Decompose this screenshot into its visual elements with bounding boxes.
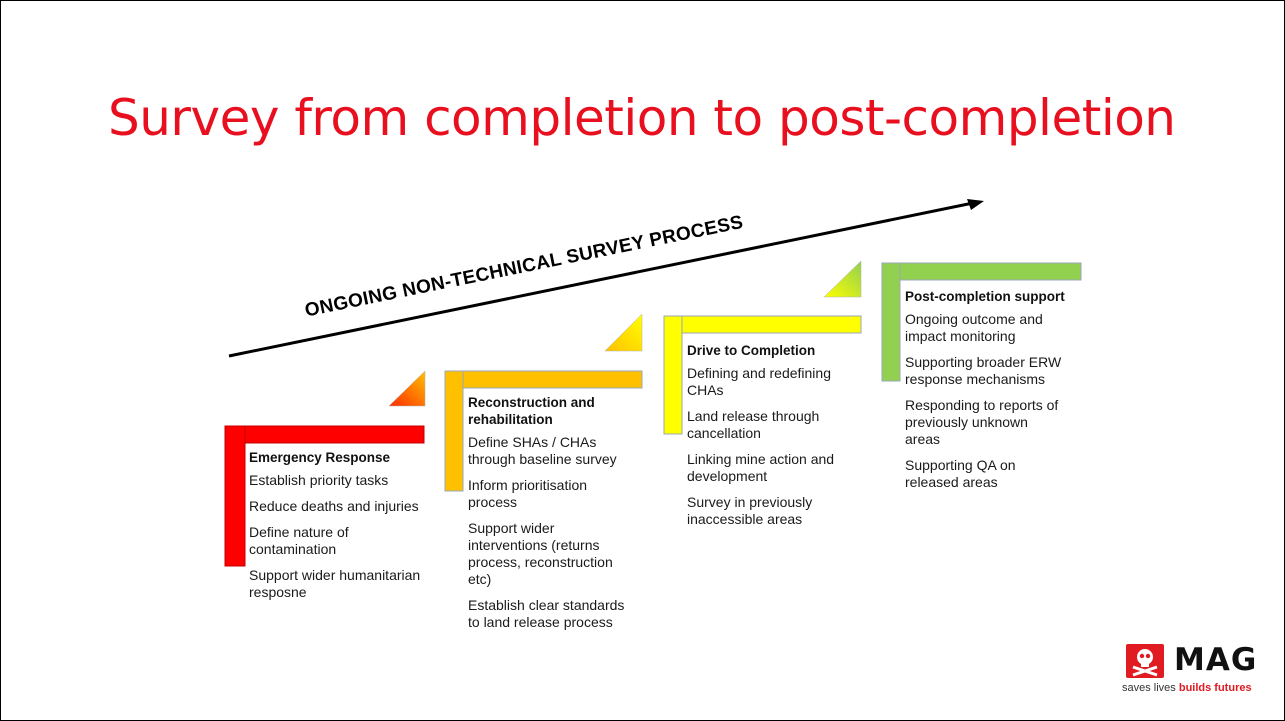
stage-item: Supporting QA on released areas (905, 457, 1016, 490)
transition-triangle-1 (388, 370, 426, 407)
stage-item: Supporting broader ERW response mechanis… (905, 354, 1062, 387)
arrow-head (967, 199, 984, 210)
logo-tagline: saves lives builds futures (1122, 682, 1252, 694)
process-arrow (228, 201, 974, 358)
stage-heading: Reconstruction and rehabilitation (468, 395, 595, 427)
stage-item: Linking mine action and development (687, 451, 835, 484)
stage-item: Ongoing outcome and impact monitoring (905, 311, 1043, 344)
transition-triangle-3 (823, 260, 862, 298)
tagline-accent: builds futures (1178, 682, 1252, 694)
mag-logo: MAG saves lives builds futures (1122, 642, 1282, 698)
stage-bracket-completion (663, 315, 862, 435)
slide-title: Survey from completion to post-completio… (108, 89, 1176, 147)
stage-heading: Emergency Response (249, 450, 391, 465)
stage-item: Responding to reports of previously unkn… (905, 397, 1059, 447)
stage-item: Define nature of contamination (249, 524, 349, 557)
stage-item: Defining and redefining CHAs (687, 365, 831, 398)
tagline-prefix: saves lives (1122, 682, 1179, 694)
skull-crossbones-icon (1126, 644, 1164, 678)
stage-item: Define SHAs / CHAs through baseline surv… (468, 434, 617, 467)
stage-heading: Post-completion support (905, 289, 1065, 304)
stage-item: Reduce deaths and injuries (249, 498, 419, 514)
logo-wordmark: MAG (1174, 642, 1258, 678)
stage-item: Survey in previously inaccessible areas (687, 494, 813, 527)
stage-item: Establish clear standards to land releas… (468, 597, 625, 630)
stage-heading: Drive to Completion (687, 343, 816, 358)
stage-item: Land release through cancellation (687, 408, 820, 441)
stage-item: Support wider humanitarian resposne (249, 567, 421, 600)
stage-post-completion: Post-completion support Ongoing outcome … (905, 288, 1065, 500)
stage-item: Establish priority tasks (249, 472, 389, 488)
stage-drive-to-completion: Drive to Completion Defining and redefin… (687, 342, 853, 537)
stage-item: Inform prioritisation process (468, 477, 588, 510)
stage-bracket-emergency (224, 425, 425, 567)
stage-emergency-response: Emergency Response Establish priority ta… (249, 449, 421, 610)
stage-item: Support wider interventions (returns pro… (468, 520, 613, 587)
stage-bracket-reconstruction (444, 370, 643, 492)
transition-triangle-2 (604, 313, 643, 352)
stage-bracket-post-completion (881, 262, 1082, 382)
stage-reconstruction: Reconstruction and rehabilitation Define… (468, 394, 626, 640)
